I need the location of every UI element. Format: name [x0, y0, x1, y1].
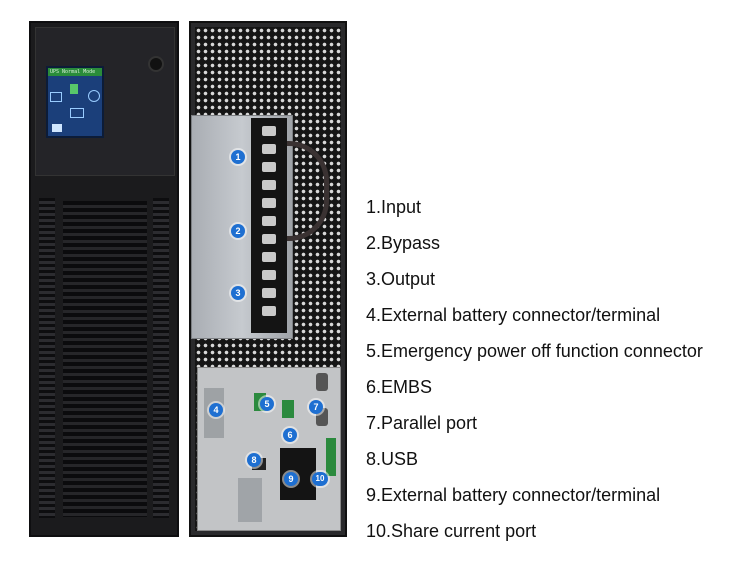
legend-item: 2.Bypass — [366, 233, 441, 253]
legend-item: 9.External battery connector/terminal — [366, 485, 661, 505]
lcd-status-text: UPS Normal Mode — [50, 69, 96, 75]
callout-4: 4 — [209, 403, 223, 417]
callout-7: 7 — [309, 400, 323, 414]
lcd-menu-icon — [52, 124, 62, 132]
legend-item: 3.Output — [366, 269, 436, 289]
lcd-bypass-icon — [70, 84, 78, 94]
legend-item: 1.Input — [366, 197, 422, 217]
front-left-vent — [39, 198, 55, 518]
lcd-screen: UPS Normal Mode — [46, 66, 104, 138]
rear-io-panel — [197, 367, 341, 531]
callout-2: 2 — [231, 224, 245, 238]
front-center-grille — [63, 201, 147, 517]
legend-item: 4.External battery connector/terminal — [366, 305, 661, 325]
lcd-battery-icon — [70, 108, 84, 118]
callout-3: 3 — [231, 286, 245, 300]
callout-5: 5 — [260, 397, 274, 411]
lcd-output-icon — [88, 90, 100, 102]
front-right-vent — [153, 198, 169, 518]
legend-item: 8.USB — [366, 449, 419, 469]
parallel-port-a — [316, 373, 328, 391]
terminal-block — [251, 118, 287, 333]
legend-item: 6.EMBS — [366, 377, 433, 397]
callout-6: 6 — [283, 428, 297, 442]
lcd-input-icon — [50, 92, 62, 102]
usb-cover-plate — [238, 478, 262, 522]
callout-10: 10 — [312, 472, 328, 486]
front-display-glass: UPS Normal Mode — [35, 27, 175, 176]
lcd-status-bar — [48, 68, 102, 76]
port-legend: 1.Input 2.Bypass 3.Output 4.External bat… — [366, 194, 703, 554]
legend-item: 7.Parallel port — [366, 413, 478, 433]
legend-item: 5.Emergency power off function connector — [366, 341, 703, 361]
callout-9: 9 — [284, 472, 298, 486]
callout-8: 8 — [247, 453, 261, 467]
legend-item: 10.Share current port — [366, 521, 537, 541]
callout-1: 1 — [231, 150, 245, 164]
ups-rear-panel: 1 2 3 4 5 6 7 8 9 10 — [189, 21, 347, 537]
embs-terminal — [282, 400, 294, 418]
share-current-terminal — [326, 438, 336, 476]
power-button[interactable] — [148, 56, 164, 72]
ups-front-panel: UPS Normal Mode — [29, 21, 179, 537]
